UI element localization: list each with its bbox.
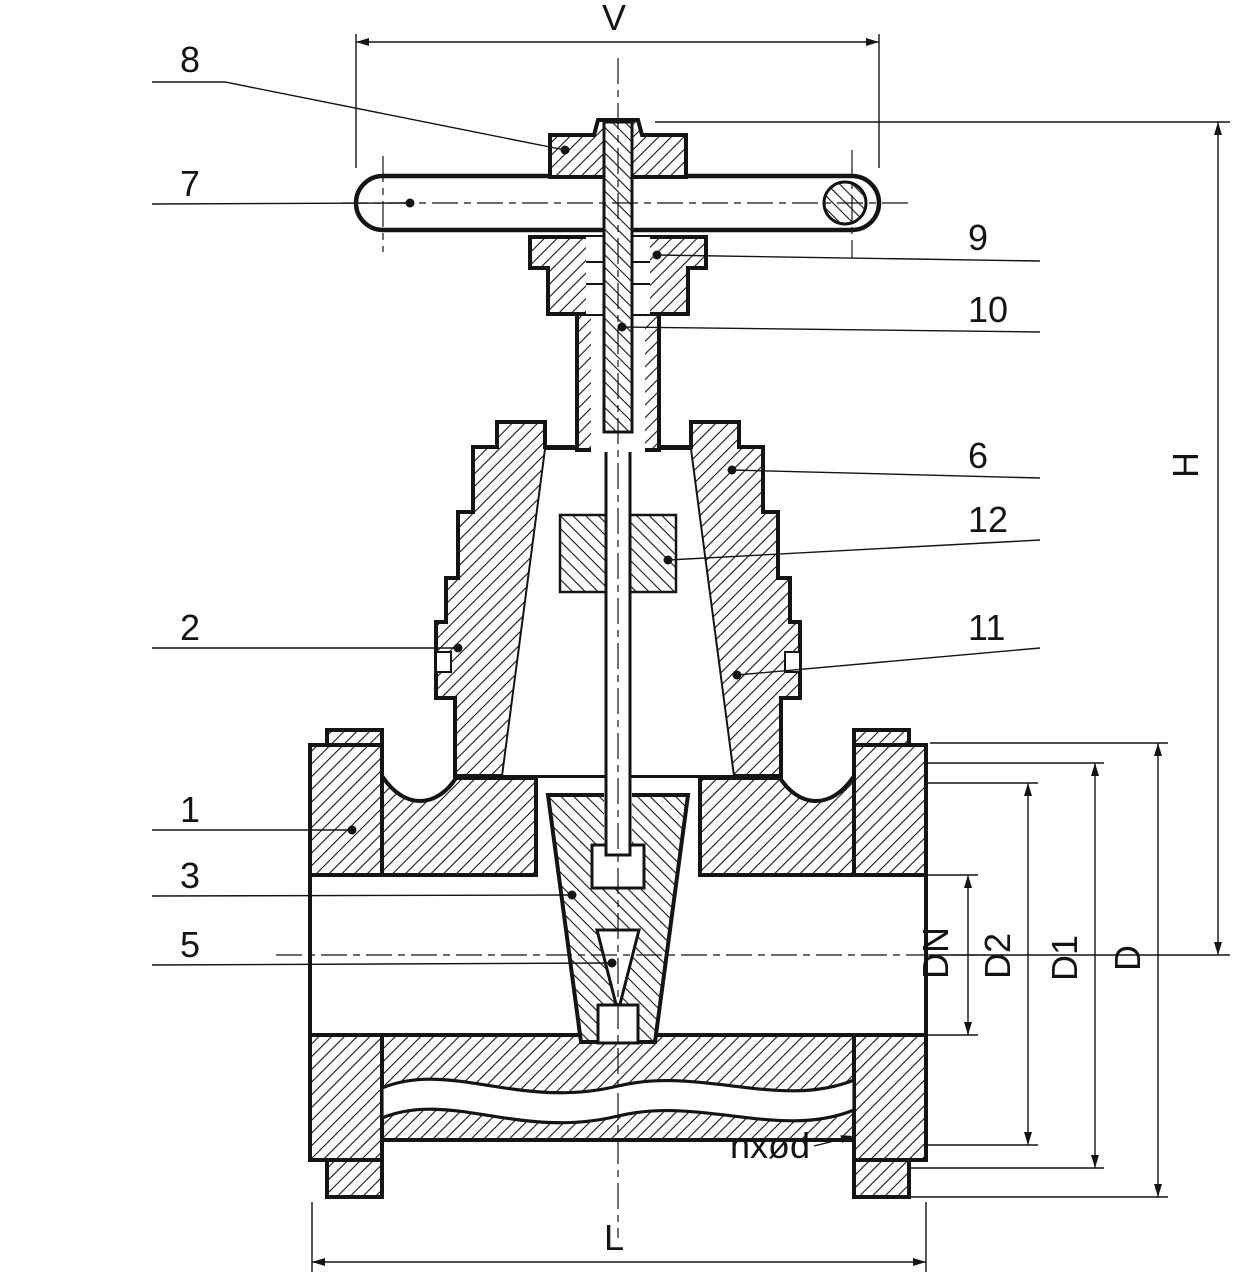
callout-9: 9: [652, 217, 1041, 262]
callout-number-1: 1: [180, 789, 200, 830]
leader-dot: [617, 322, 627, 332]
leader-line: [152, 81, 566, 151]
callout-12: 12: [663, 499, 1041, 565]
leader-line: [151, 894, 573, 897]
leader-line: [151, 202, 411, 205]
leader-line: [656, 254, 1041, 262]
callout-2: 2: [152, 607, 463, 653]
callout-number-7: 7: [180, 163, 200, 204]
callout-number-2: 2: [180, 607, 200, 648]
callout-1: 1: [152, 789, 357, 835]
callout-number-6: 6: [968, 435, 988, 476]
left-foot: [325, 1158, 384, 1199]
right-foot: [852, 1158, 911, 1199]
leader-dot: [732, 670, 742, 680]
leader-dot: [347, 825, 357, 835]
leader-line: [731, 469, 1041, 479]
bonnet-flange-groove-right: [784, 651, 801, 673]
bolt-hole-leader: [813, 1135, 855, 1147]
dim-label-d2: D2: [977, 933, 1018, 979]
leader-dot: [652, 250, 662, 260]
callout-number-11: 11: [968, 607, 1005, 648]
callout-number-8: 8: [180, 39, 200, 80]
dim-label-l: L: [604, 1217, 624, 1258]
callout-number-10: 10: [968, 289, 1008, 330]
callout-10: 10: [617, 289, 1041, 333]
dimension-d2: D2: [928, 782, 1038, 1146]
dim-label-dn: DN: [915, 927, 956, 979]
dim-label-h: H: [1165, 452, 1206, 478]
callout-3: 3: [151, 855, 577, 900]
leader-line: [151, 962, 613, 966]
leader-line: [621, 326, 1041, 333]
callout-8: 8: [152, 39, 570, 155]
callout-number-12: 12: [968, 499, 1008, 540]
leader-dot: [453, 643, 463, 653]
dimension-h: H: [655, 121, 1230, 956]
callouts: 8 7 2 1 3 5 9: [151, 39, 1041, 968]
dim-label-v: V: [602, 0, 626, 38]
callout-7: 7: [151, 163, 415, 208]
callout-11: 11: [732, 607, 1041, 680]
leader-line: [667, 539, 1041, 561]
centerlines: [276, 58, 986, 1238]
bonnet-flange-groove-left: [435, 651, 452, 673]
callout-5: 5: [151, 924, 617, 968]
dimension-dn: DN: [915, 874, 978, 1036]
leader-line: [736, 647, 1041, 676]
dim-label-d1: D1: [1044, 935, 1085, 981]
leader-dot: [560, 145, 570, 155]
leader-dot: [663, 555, 673, 565]
dimension-bolt-holes: nxød: [730, 1125, 855, 1166]
dim-label-bolt-holes: nxød: [730, 1125, 810, 1166]
dim-label-d: D: [1107, 945, 1148, 971]
dimension-l: L: [311, 1202, 927, 1272]
callout-number-3: 3: [180, 855, 200, 896]
callout-number-9: 9: [968, 217, 988, 258]
leader-dot: [727, 465, 737, 475]
leader-dot: [607, 958, 617, 968]
dimension-d1: D1: [911, 762, 1104, 1169]
dimension-v: V: [355, 0, 880, 168]
dimension-d: D: [911, 742, 1168, 1198]
callout-6: 6: [727, 435, 1041, 479]
callout-number-5: 5: [180, 924, 200, 965]
leader-dot: [405, 198, 415, 208]
leader-dot: [567, 890, 577, 900]
